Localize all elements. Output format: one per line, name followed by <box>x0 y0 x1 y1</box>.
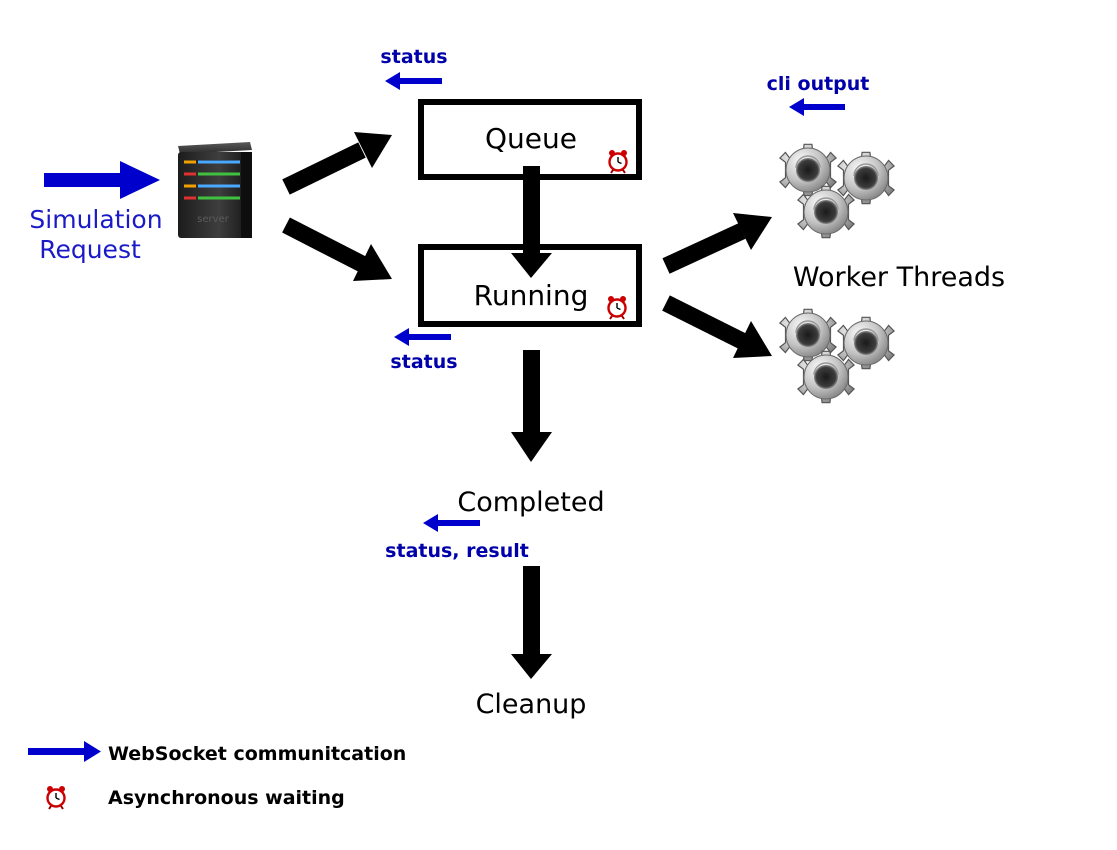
completed-to-cleanup-arrow <box>511 566 552 679</box>
server-to-running-arrow <box>282 217 392 281</box>
legend-async-label: Asynchronous waiting <box>108 787 345 809</box>
running-status-arrow <box>394 328 451 346</box>
simulation-request-label-line1: Simulation <box>29 205 162 234</box>
cli-output-label: cli output <box>767 73 870 95</box>
simulation-request-label-line2: Request <box>39 235 141 264</box>
running-to-worker1-arrow <box>662 213 772 274</box>
request-arrow <box>44 161 160 199</box>
queue-state-label: Queue <box>485 122 577 155</box>
running-to-completed-arrow <box>511 350 552 462</box>
cli-output-arrow <box>789 98 845 116</box>
completed-state-label: Completed <box>457 487 604 518</box>
legend-websocket-label: WebSocket communitcation <box>108 743 406 765</box>
completed-status-arrow <box>423 514 480 532</box>
server-label: server <box>197 214 230 225</box>
worker-gears-icon-2 <box>779 308 895 404</box>
cleanup-state-label: Cleanup <box>476 689 587 720</box>
queue-state-box <box>418 99 642 180</box>
server-icon: server <box>178 142 252 238</box>
server-to-queue-arrow <box>282 132 392 195</box>
legend-alarm-clock-icon <box>45 784 67 811</box>
queue-status-label: status <box>380 46 447 68</box>
worker-gears-icon-1 <box>779 143 895 239</box>
completed-status-label: status, result <box>385 540 529 562</box>
legend-websocket-arrow <box>28 741 101 762</box>
running-status-label: status <box>390 351 457 373</box>
queue-status-arrow <box>385 72 442 90</box>
worker-threads-label: Worker Threads <box>793 262 1005 293</box>
running-to-worker2-arrow <box>662 295 772 358</box>
running-state-label: Running <box>474 279 589 312</box>
